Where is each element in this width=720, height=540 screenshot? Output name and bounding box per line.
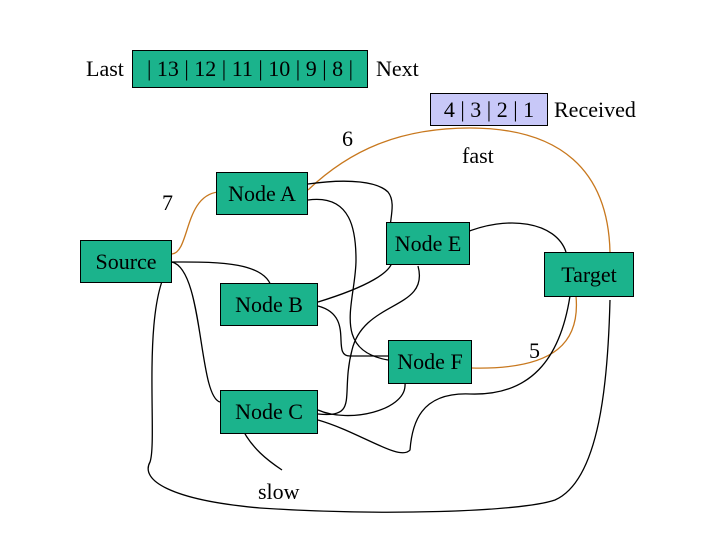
node-f-label: Node F bbox=[397, 349, 463, 374]
node-e-label: Node E bbox=[394, 230, 462, 256]
received-label: Received bbox=[554, 97, 636, 122]
received-queue: 4 | 3 | 2 | 1 bbox=[430, 93, 548, 126]
edge-source-to-node-c bbox=[171, 261, 221, 403]
node-target-label: Target bbox=[561, 261, 617, 287]
node-a-label: Node A bbox=[228, 180, 296, 206]
edge-source-to-node-b bbox=[171, 261, 273, 291]
edge-node-a-to-node-f bbox=[307, 198, 389, 361]
packet-6-label: 6 bbox=[342, 126, 353, 151]
edge-target-to-node-f bbox=[471, 295, 578, 369]
edge-node-e-to-target bbox=[461, 222, 567, 253]
edge-node-a-to-node-e bbox=[307, 180, 393, 231]
edge-node-c-to-target bbox=[317, 295, 571, 454]
edge-source-to-target-slow bbox=[147, 261, 611, 513]
next-label: Next bbox=[376, 56, 419, 81]
edge-node-b-to-node-e bbox=[317, 261, 393, 303]
fast-label: fast bbox=[462, 143, 494, 168]
packet-5-label: 5 bbox=[529, 338, 540, 363]
node-source: Source bbox=[80, 240, 172, 283]
edge-node-e-to-node-c bbox=[317, 265, 421, 416]
node-c-label: Node C bbox=[235, 399, 303, 424]
edge-source-to-node-a bbox=[171, 191, 219, 255]
packet-7-label: 7 bbox=[162, 190, 173, 215]
node-e: Node E bbox=[386, 222, 470, 265]
outgoing-queue: | 13 | 12 | 11 | 10 | 9 | 8 | bbox=[132, 50, 368, 88]
node-b-label: Node B bbox=[235, 291, 303, 317]
slow-label: slow bbox=[258, 479, 300, 504]
edge-node-b-to-node-f bbox=[317, 305, 388, 357]
node-b: Node B bbox=[220, 283, 318, 326]
last-label: Last bbox=[86, 56, 124, 81]
node-source-label: Source bbox=[95, 248, 157, 274]
outgoing-queue-packets: | 13 | 12 | 11 | 10 | 9 | 8 | bbox=[146, 56, 353, 81]
edge-node-a-to-target bbox=[307, 127, 611, 253]
node-c: Node C bbox=[220, 390, 318, 434]
node-f: Node F bbox=[388, 340, 472, 384]
node-a: Node A bbox=[216, 172, 308, 215]
node-target: Target bbox=[544, 252, 634, 297]
received-queue-packets: 4 | 3 | 2 | 1 bbox=[443, 96, 535, 122]
